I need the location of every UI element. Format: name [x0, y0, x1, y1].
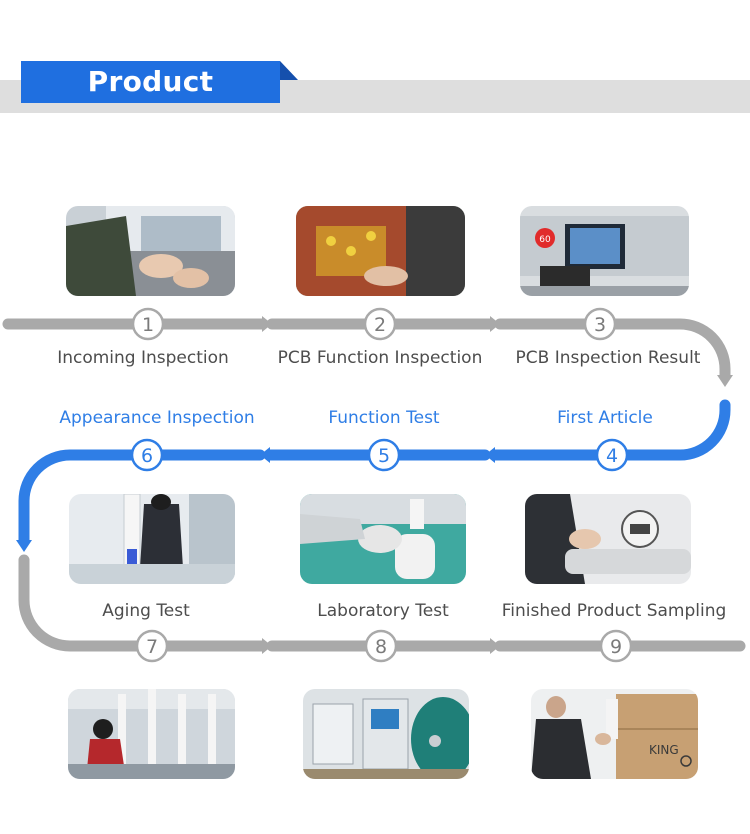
step-label-function-test: Function Test: [328, 408, 440, 428]
svg-text:6: 6: [141, 445, 153, 467]
photo-appearance-inspection: [69, 494, 235, 584]
svg-text:5: 5: [378, 445, 390, 467]
svg-text:1: 1: [142, 314, 154, 336]
step-label-appearance-inspection: Appearance Inspection: [59, 408, 255, 428]
step-label-first-article: First Article: [557, 408, 653, 428]
photo-pcb-function-inspection: [296, 206, 465, 296]
arrow-head: [485, 447, 495, 463]
photo-laboratory-test: [303, 689, 469, 779]
svg-text:7: 7: [146, 636, 158, 658]
step-label-laboratory-test: Laboratory Test: [317, 601, 449, 621]
track-segment-5-6-curve: [18, 449, 266, 546]
svg-text:3: 3: [594, 314, 606, 336]
track-segment-curve-4: [489, 399, 731, 461]
step-circle-6: 6: [130, 438, 164, 472]
step-circle-7: 7: [135, 629, 169, 663]
photo-first-article: [525, 494, 691, 584]
photo-function-test: [300, 494, 466, 584]
svg-text:9: 9: [610, 636, 622, 658]
arrow-head: [717, 375, 733, 387]
track-segment-curve-7: [18, 554, 268, 652]
arrow-head: [260, 447, 270, 463]
step-circle-8: 8: [364, 629, 398, 663]
photo-incoming-inspection: [66, 206, 235, 296]
step-circle-2: 2: [363, 307, 397, 341]
arrow-head: [16, 540, 32, 552]
page-title: Product Process: [21, 61, 280, 140]
svg-text:KING: KING: [649, 743, 679, 757]
header-tab-notch: [280, 61, 298, 80]
photo-finished-product-sampling: KING: [531, 689, 698, 779]
svg-text:8: 8: [375, 636, 387, 658]
step-circle-3: 3: [583, 307, 617, 341]
step-circle-5: 5: [367, 438, 401, 472]
track-segment-3-curve: [494, 318, 731, 381]
svg-text:60: 60: [539, 235, 551, 245]
arrow-head: [490, 316, 500, 332]
step-label-aging-test: Aging Test: [102, 601, 190, 621]
photo-pcb-inspection-result: 60: [520, 206, 689, 296]
svg-text:2: 2: [374, 314, 386, 336]
step-label-finished-product-sampling: Finished Product Sampling: [501, 601, 727, 621]
arrow-head: [262, 638, 272, 654]
step-circle-9: 9: [599, 629, 633, 663]
step-circle-1: 1: [131, 307, 165, 341]
arrow-head: [262, 316, 272, 332]
step-label-pcb-function-inspection: PCB Function Inspection: [277, 348, 483, 368]
arrow-head: [490, 638, 500, 654]
photo-aging-test: [68, 689, 235, 779]
svg-text:4: 4: [606, 445, 618, 467]
step-label-incoming-inspection: Incoming Inspection: [57, 348, 229, 368]
step-label-pcb-inspection-result: PCB Inspection Result: [515, 348, 701, 368]
step-circle-4: 4: [595, 438, 629, 472]
